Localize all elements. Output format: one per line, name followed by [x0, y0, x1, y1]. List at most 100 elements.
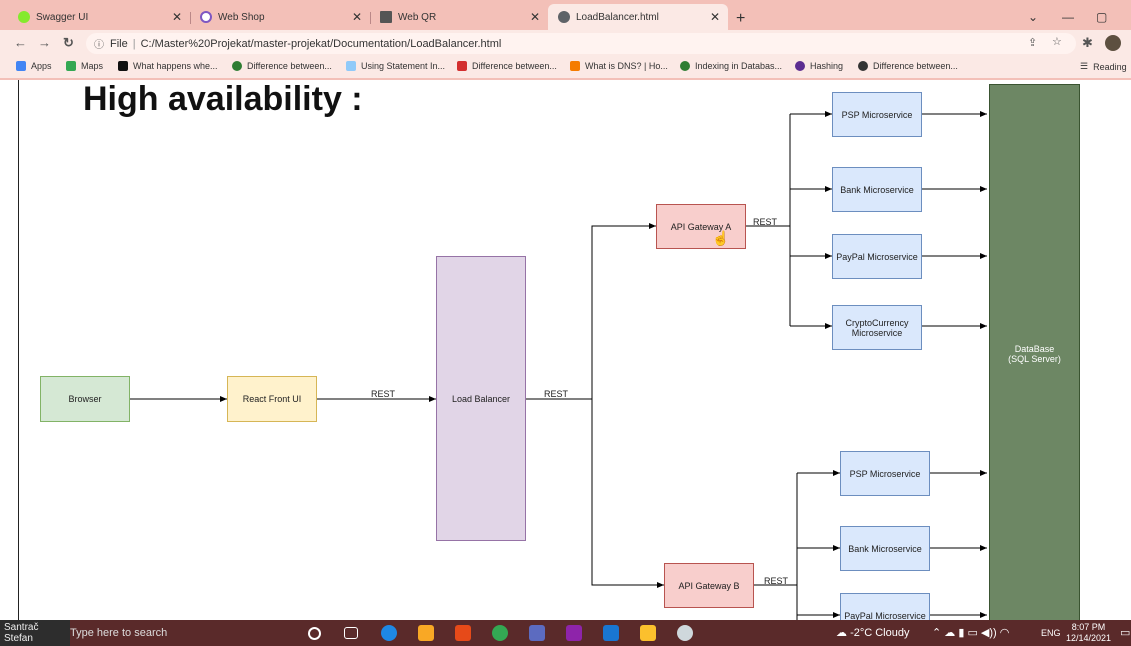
vscode-icon[interactable]: [603, 625, 619, 641]
visual-studio-icon[interactable]: [566, 625, 582, 641]
url-text: C:/Master%20Projekat/master-projekat/Doc…: [140, 37, 502, 50]
address-bar[interactable]: ⓘ File | C:/Master%20Projekat/master-pro…: [86, 33, 1076, 54]
weather-text: -2°C Cloudy: [850, 627, 910, 639]
app-icon[interactable]: [640, 625, 656, 641]
info-icon[interactable]: ⓘ: [94, 40, 104, 51]
navigation-bar: ← → ↻ ⓘ File | C:/Master%20Projekat/mast…: [0, 30, 1131, 56]
swagger-icon: [18, 11, 30, 23]
minimize-icon[interactable]: —: [1062, 10, 1074, 24]
node-api-gateway-b[interactable]: API Gateway B: [664, 563, 754, 608]
close-icon[interactable]: ✕: [709, 10, 720, 24]
node-bank-microservice-b[interactable]: Bank Microservice: [840, 526, 930, 571]
tab-label: LoadBalancer.html: [576, 11, 659, 23]
bookmark-apps[interactable]: Apps: [16, 61, 52, 71]
clock-date: 12/14/2021: [1066, 633, 1112, 643]
bookmark-label: Difference between...: [247, 61, 332, 71]
extensions-icon[interactable]: ✱: [1082, 35, 1093, 50]
database-label: DataBase: [1014, 344, 1055, 354]
tab-swagger[interactable]: Swagger UI ✕: [8, 4, 190, 30]
tray-icons[interactable]: ⌃ ☁ ▮ ▭ ◀)) ◠: [932, 627, 1010, 639]
bookmark-item[interactable]: Difference between...: [858, 61, 958, 71]
tab-label: Web QR: [398, 11, 437, 23]
taskbar-search[interactable]: Type here to search: [70, 620, 298, 646]
forward-icon[interactable]: →: [38, 35, 51, 50]
bookmark-item[interactable]: Difference between...: [457, 61, 557, 71]
maximize-icon[interactable]: ▢: [1096, 10, 1108, 24]
star-icon[interactable]: ☆: [1052, 36, 1062, 48]
bookmark-label: Maps: [81, 61, 104, 71]
office-icon[interactable]: [455, 625, 471, 641]
node-database[interactable]: DataBase (SQL Server): [989, 84, 1080, 620]
bookmark-maps[interactable]: Maps: [66, 61, 103, 71]
tab-label: Swagger UI: [36, 11, 89, 23]
medium-icon: [118, 61, 128, 71]
close-icon[interactable]: ✕: [171, 10, 182, 24]
node-bank-microservice-a[interactable]: Bank Microservice: [832, 167, 922, 212]
reload-icon[interactable]: ↻: [63, 35, 74, 50]
node-load-balancer[interactable]: Load Balancer: [436, 256, 526, 541]
node-psp-microservice-a[interactable]: PSP Microservice: [832, 92, 922, 137]
node-api-gateway-a[interactable]: API Gateway A: [656, 204, 746, 249]
node-psp-microservice-b[interactable]: PSP Microservice: [840, 451, 930, 496]
node-browser[interactable]: Browser: [40, 376, 130, 422]
tab-web-qr[interactable]: Web QR ✕: [370, 4, 548, 30]
page-title: High availability :: [83, 80, 363, 118]
file-explorer-icon[interactable]: [418, 625, 434, 641]
notification-icon[interactable]: ▭: [1120, 627, 1131, 639]
tab-loadbalancer[interactable]: LoadBalancer.html ✕: [548, 4, 728, 30]
apps-grid-icon: [16, 61, 26, 71]
edge-label-rest: REST: [371, 389, 396, 399]
bookmark-label: Hashing: [810, 61, 844, 71]
database-sublabel: (SQL Server): [1008, 354, 1061, 364]
reading-list[interactable]: ☰Reading: [1080, 61, 1127, 72]
hand-cursor-icon: ☝: [712, 230, 730, 246]
bookmark-item[interactable]: What is DNS? | Ho...: [570, 61, 668, 71]
bookmark-label: What happens whe...: [133, 61, 218, 71]
bookmarks-bar: Apps Maps What happens whe... Difference…: [0, 56, 1131, 78]
tab-web-shop[interactable]: Web Shop ✕: [190, 4, 370, 30]
dotnet-icon: [795, 61, 805, 71]
tab-search-icon[interactable]: ⌄: [1028, 10, 1039, 24]
qr-icon: [380, 11, 392, 23]
cortana-icon[interactable]: [308, 627, 321, 640]
node-cryptocurrency-microservice-a[interactable]: CryptoCurrency Microservice: [832, 305, 922, 350]
separator: |: [132, 37, 136, 50]
avatar[interactable]: [1105, 35, 1121, 51]
bookmark-item[interactable]: What happens whe...: [118, 61, 218, 71]
edge-label-rest: REST: [753, 217, 778, 227]
share-icon[interactable]: ⇪: [1028, 37, 1038, 49]
chrome-icon[interactable]: [492, 625, 508, 641]
site-icon: [858, 61, 868, 71]
bookmark-label: Difference between...: [472, 61, 557, 71]
task-view-icon[interactable]: [344, 627, 358, 639]
bookmark-item[interactable]: Hashing: [795, 61, 843, 71]
page-content: High availability :: [0, 80, 1131, 620]
reading-list-label: Reading: [1093, 61, 1127, 72]
close-icon[interactable]: ✕: [351, 10, 362, 24]
language-indicator[interactable]: ENG: [1041, 628, 1061, 638]
close-icon[interactable]: ✕: [529, 10, 540, 24]
app-icon[interactable]: [677, 625, 693, 641]
edge-label-rest: REST: [544, 389, 569, 399]
edge-icon[interactable]: [381, 625, 397, 641]
tab-strip: Swagger UI ✕ Web Shop ✕ Web QR ✕ LoadBal…: [0, 4, 1131, 30]
node-paypal-microservice-a[interactable]: PayPal Microservice: [832, 234, 922, 279]
bookmark-item[interactable]: Difference between...: [232, 61, 332, 71]
divider: [18, 80, 19, 620]
back-icon[interactable]: ←: [14, 35, 27, 50]
clock-time: 8:07 PM: [1071, 622, 1106, 632]
edge-lb-gw-b: [591, 399, 664, 588]
bookmark-label: What is DNS? | Ho...: [585, 61, 668, 71]
new-tab-button[interactable]: +: [736, 10, 746, 27]
node-paypal-microservice-b[interactable]: PayPal Microservice: [840, 593, 930, 620]
cloudflare-icon: [570, 61, 580, 71]
search-placeholder: Type here to search: [70, 627, 168, 639]
clock[interactable]: 8:07 PM 12/14/2021: [1066, 622, 1111, 644]
weather-widget[interactable]: ☁ -2°C Cloudy: [836, 627, 910, 639]
teams-icon[interactable]: [529, 625, 545, 641]
taskbar: Santrač Stefan Type here to search ☁ -2°…: [0, 620, 1131, 646]
node-react-front-ui[interactable]: React Front UI: [227, 376, 317, 422]
vue-icon: [457, 61, 467, 71]
bookmark-item[interactable]: Indexing in Databas...: [680, 61, 782, 71]
bookmark-item[interactable]: Using Statement In...: [346, 61, 445, 71]
